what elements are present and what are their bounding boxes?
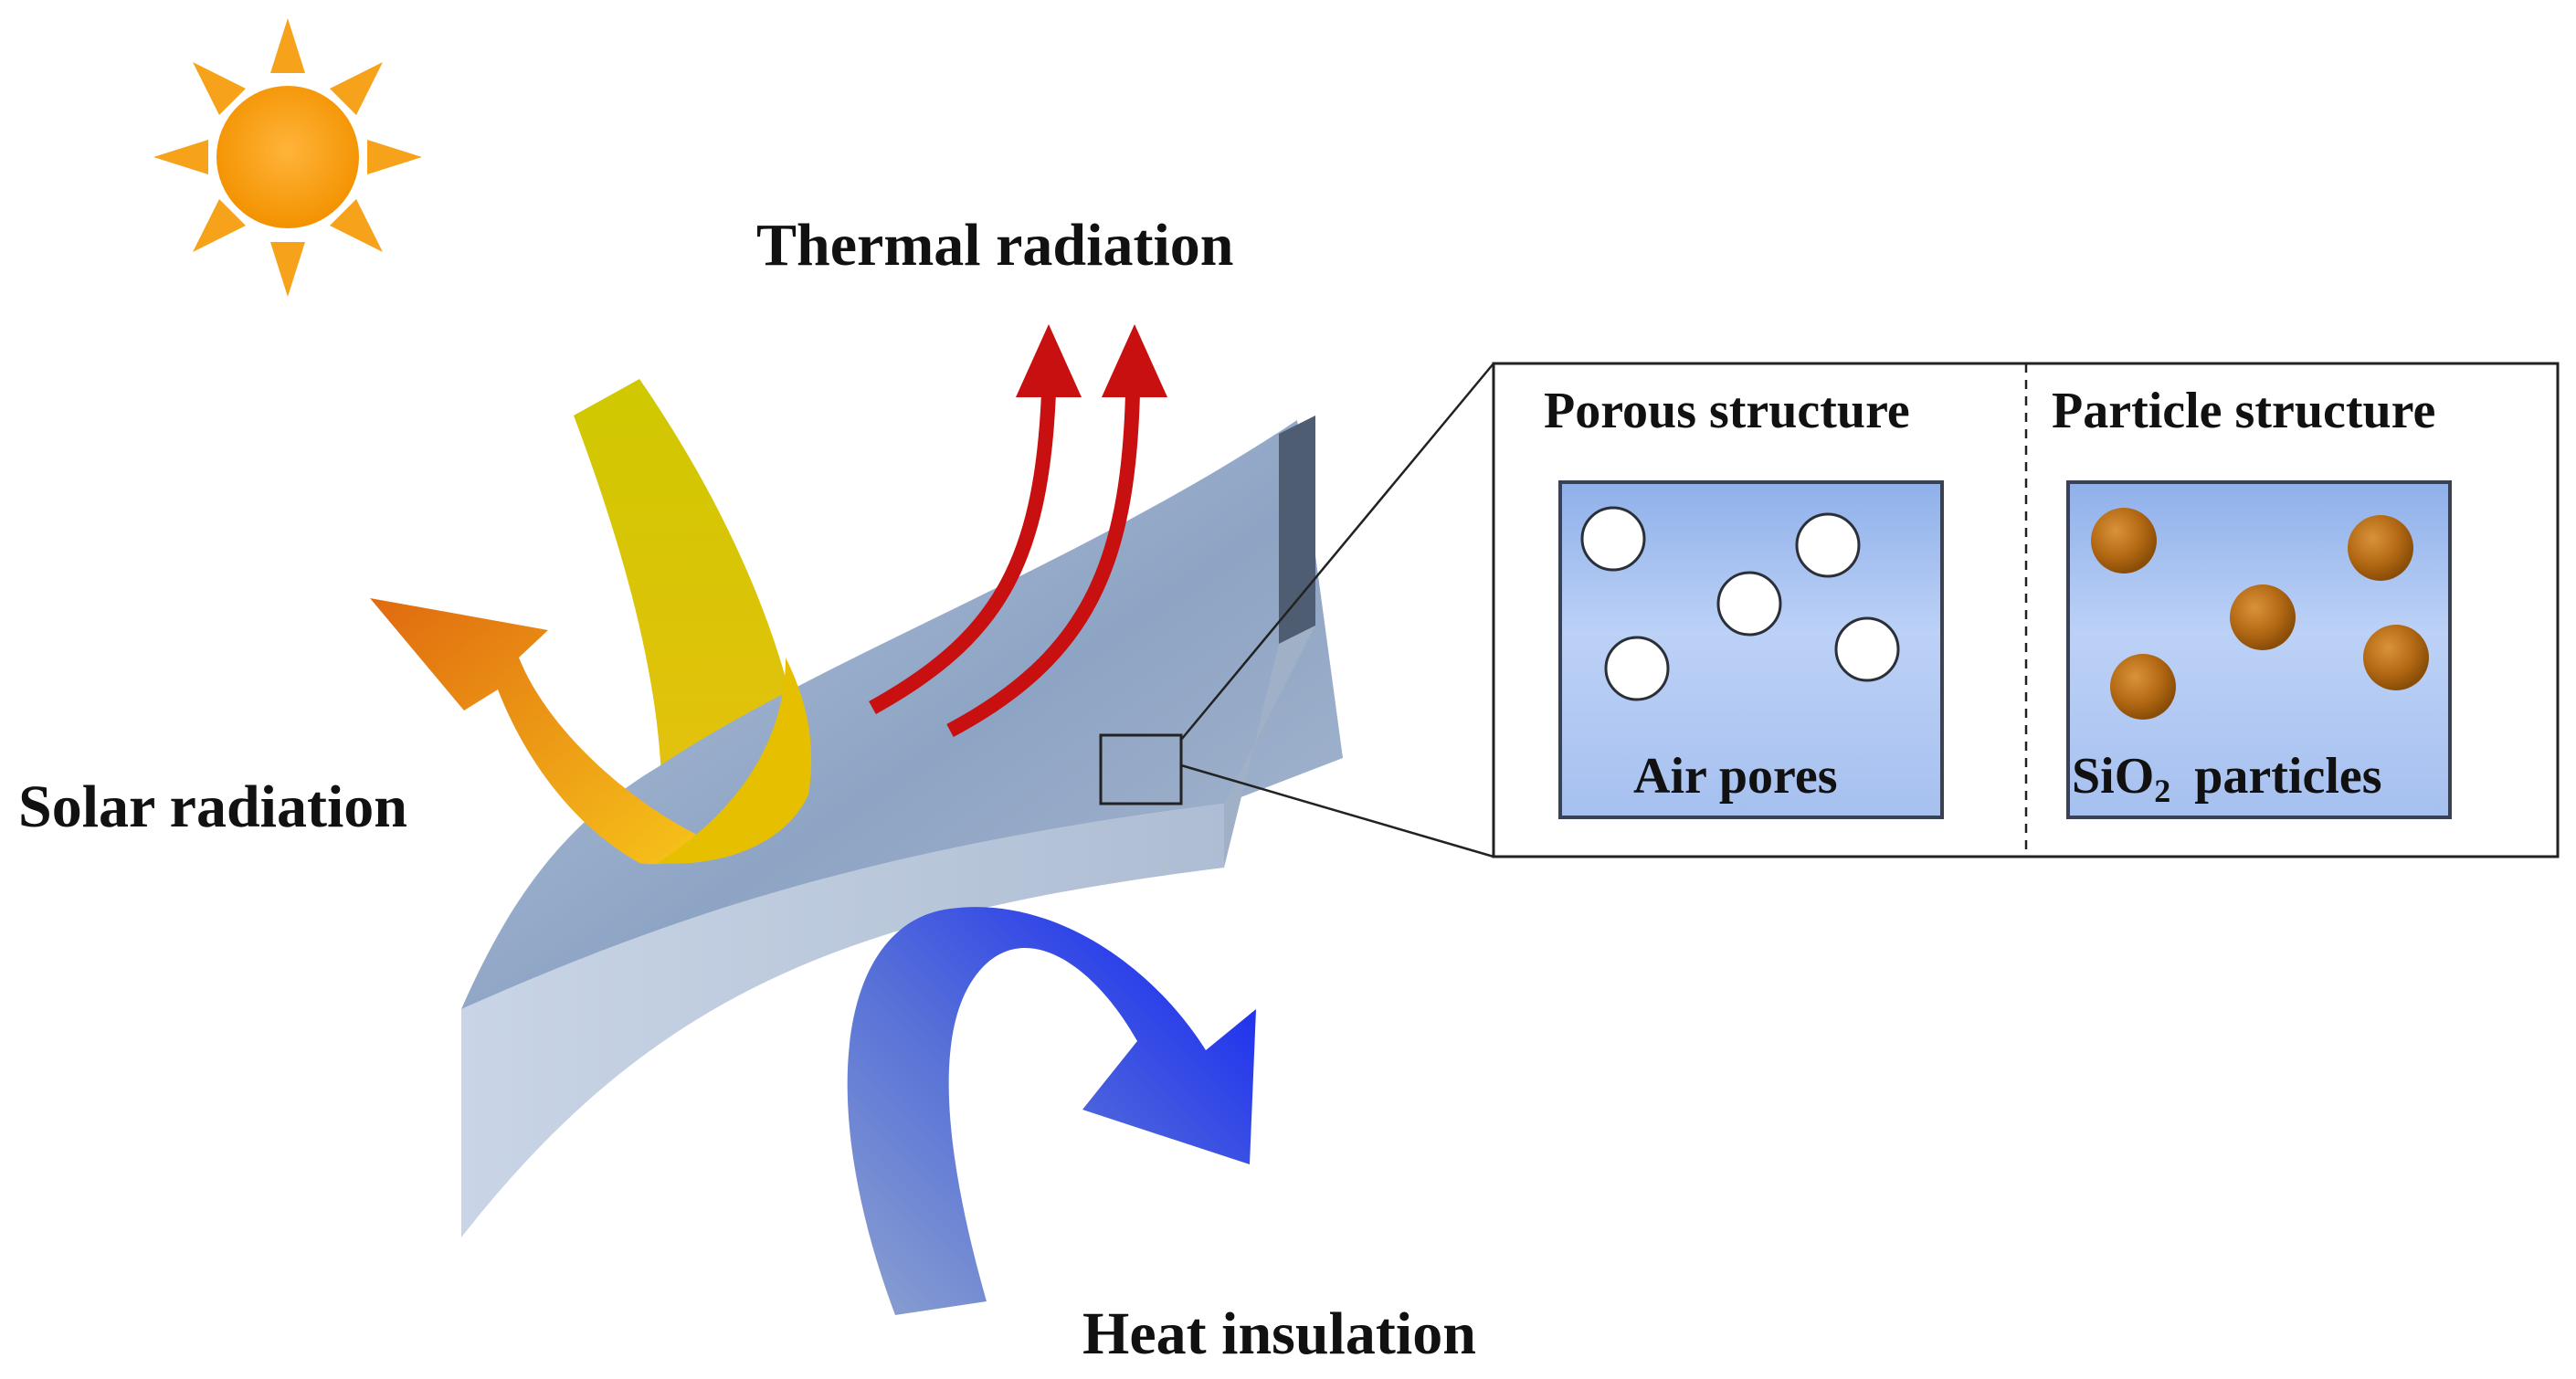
- sio2-caption-subscript: 2: [2154, 773, 2170, 809]
- porous-structure-title: Porous structure: [1544, 383, 1910, 439]
- sun-icon: [153, 18, 422, 297]
- thermal-radiation-arrows: [869, 392, 1140, 738]
- pore-circle: [1834, 616, 1900, 682]
- sio2-particles-caption: SiO2 particles: [2072, 748, 2382, 809]
- solar-reflected-arrow: [370, 598, 708, 865]
- pore-circle: [1580, 506, 1646, 572]
- sio2-particles: [2091, 508, 2429, 720]
- solar-radiation-label: Solar radiation: [18, 774, 407, 840]
- air-pores: [1580, 506, 1900, 701]
- zoom-box: [1099, 733, 1183, 805]
- sio2-particle: [2363, 625, 2429, 690]
- air-pores-caption: Air pores: [1633, 748, 1837, 805]
- pore-circle: [1604, 636, 1670, 701]
- pore-circle: [1795, 512, 1861, 578]
- sio2-particle: [2230, 584, 2296, 650]
- zoom-line-top: [1180, 363, 1494, 741]
- heat-insulation-arrow: [847, 907, 1256, 1315]
- sio2-particle: [2091, 508, 2157, 574]
- structure-inset: Porous structure Air pores Particle stru…: [1492, 362, 2560, 858]
- pore-circle: [1716, 571, 1782, 637]
- heat-insulation-label: Heat insulation: [1082, 1300, 1476, 1367]
- solar-incoming-tip: [658, 658, 812, 864]
- sio2-caption-suffix: particles: [2194, 748, 2381, 805]
- thermal-radiation-label: Thermal radiation: [756, 212, 1234, 279]
- thermal-arrowhead-1: [1016, 324, 1082, 397]
- sio2-particle: [2110, 654, 2176, 720]
- sio2-particle: [2348, 515, 2413, 581]
- sio2-caption-prefix: SiO: [2072, 748, 2154, 805]
- thermal-arrowhead-2: [1102, 324, 1167, 397]
- zoom-line-bottom: [1180, 763, 1494, 858]
- particle-structure-title: Particle structure: [2052, 383, 2435, 439]
